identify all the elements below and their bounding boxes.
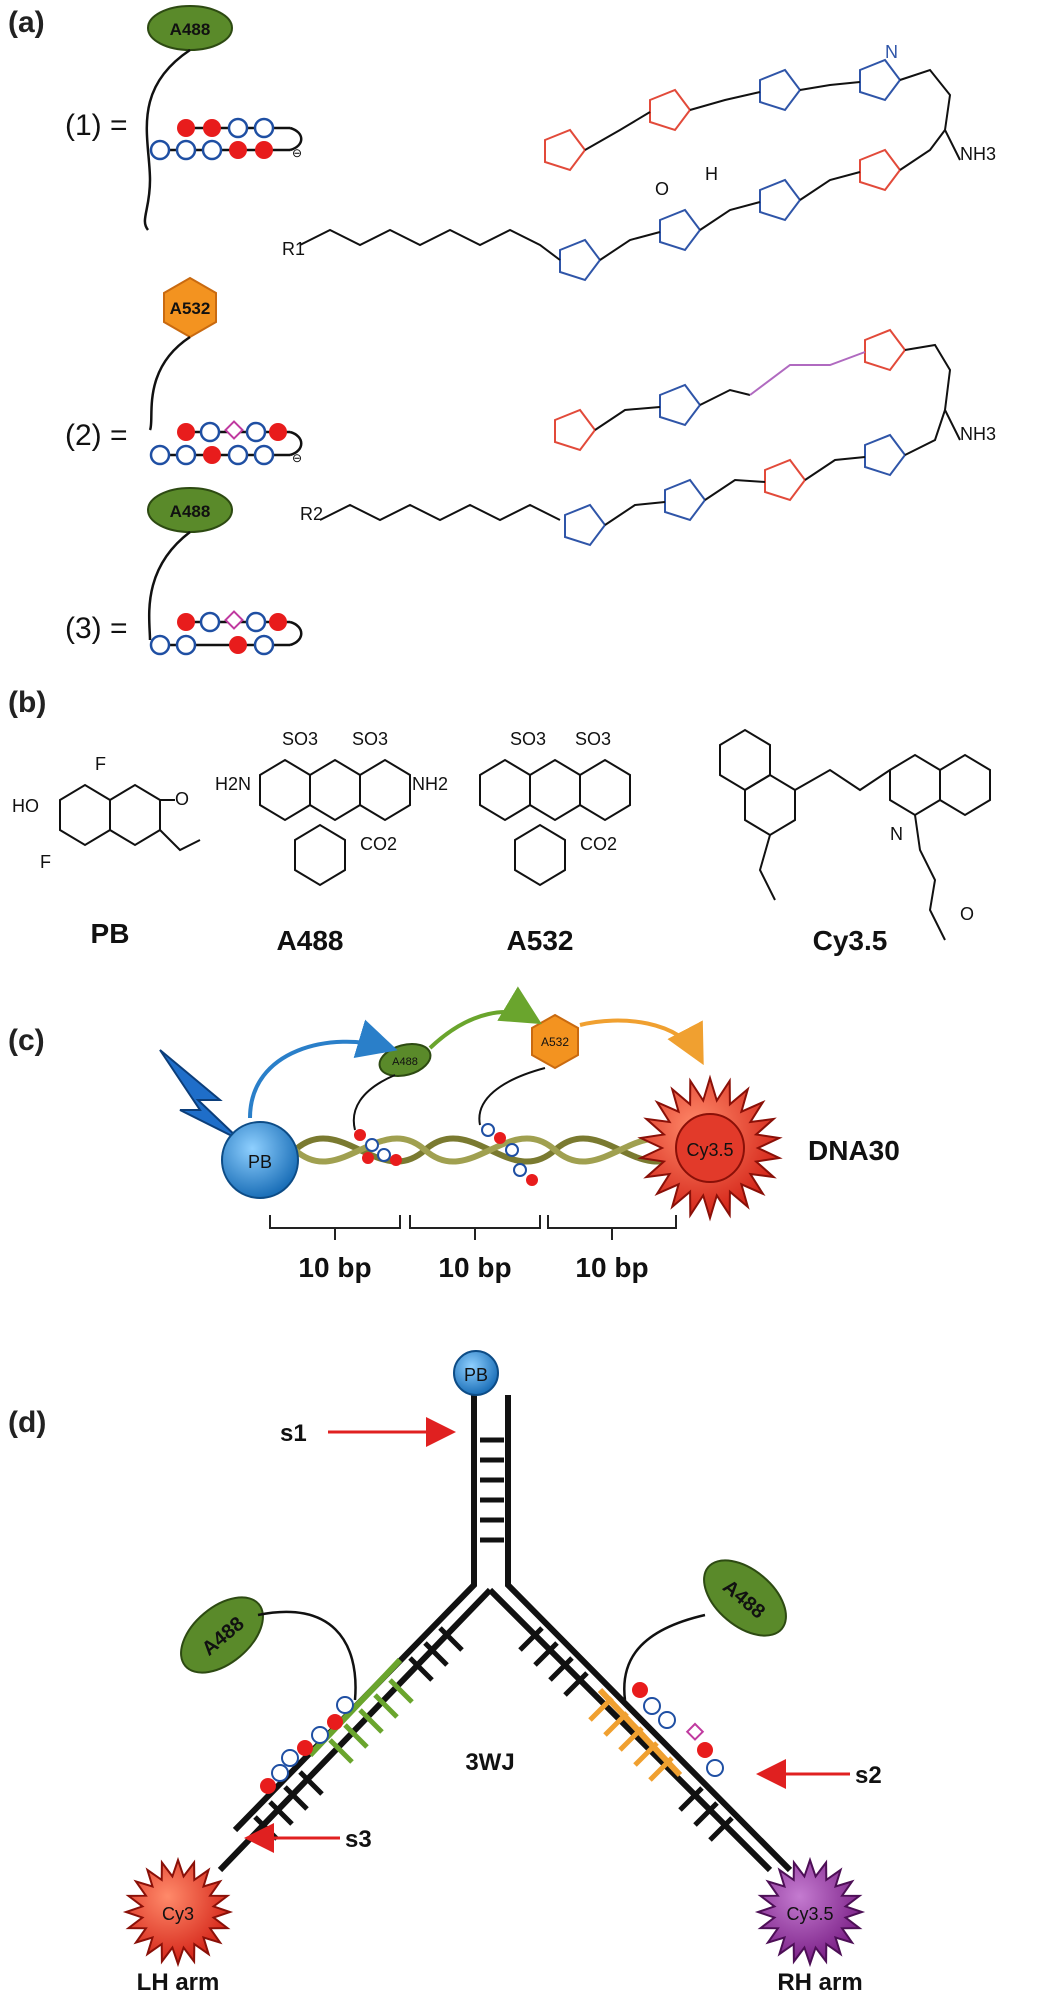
cy35-o: O	[960, 904, 974, 924]
panel-d-label: (d)	[8, 1406, 46, 1439]
dna-helix	[293, 1135, 687, 1165]
a532-dye-c	[531, 1013, 579, 1070]
s1-label: s1	[280, 1420, 307, 1447]
pb-f-top: F	[95, 754, 106, 774]
pb-ho: HO	[12, 796, 39, 816]
lightning-icon	[159, 1049, 241, 1141]
compound-2-label: (2) =	[65, 419, 128, 452]
transfer-arrow-blue	[248, 1019, 398, 1119]
pb-f-bottom: F	[40, 852, 51, 872]
a532-co2: CO2	[580, 834, 617, 854]
rungs-right	[518, 1626, 734, 1842]
transfer-arrow-green	[428, 986, 542, 1050]
a488-co2: CO2	[360, 834, 397, 854]
a488-label-c: A488	[392, 1056, 418, 1068]
pb-structure	[59, 783, 201, 852]
rungs-left	[253, 1626, 464, 1841]
panel-b-label: (b)	[8, 686, 46, 719]
a488-h2n: H2N	[215, 774, 251, 794]
a532-label-c: A532	[541, 1035, 569, 1049]
cy35-label-d: Cy3.5	[786, 1904, 833, 1924]
polyamide-structure-2	[319, 328, 961, 547]
a532-structure	[479, 758, 631, 887]
pb-donor-d	[453, 1350, 499, 1396]
linker-3	[147, 531, 191, 641]
rh-arm-label: RH arm	[777, 1969, 862, 1996]
lh-arm-label: LH arm	[137, 1969, 220, 1996]
cy35-label-c: Cy3.5	[686, 1140, 733, 1160]
a488-compound-label: A488	[277, 925, 344, 956]
a488-dye-left	[180, 1596, 264, 1674]
spacing-2: 10 bp	[438, 1252, 511, 1283]
transfer-arrow-orange	[579, 1018, 704, 1066]
o-label-1: O	[655, 179, 669, 199]
pb-label-c: PB	[248, 1152, 272, 1172]
pb-label-d: PB	[464, 1365, 488, 1385]
a488-so3-b: SO3	[352, 729, 388, 749]
cy35-acceptor-burst	[637, 1074, 783, 1222]
n-label-1: N	[885, 42, 898, 62]
polyamide-structure-1	[299, 58, 961, 282]
polyamide-bound-2	[481, 1123, 538, 1186]
a532-so3-b: SO3	[575, 729, 611, 749]
linker-1	[143, 48, 191, 231]
spacing-1: 10 bp	[298, 1252, 371, 1283]
a488-nh2: NH2	[412, 774, 448, 794]
compound-3-label: (3) =	[65, 612, 128, 645]
dye-2-label: A532	[170, 299, 211, 318]
h-label-1: H	[705, 164, 718, 184]
spacing-3: 10 bp	[575, 1252, 648, 1283]
pb-compound-label: PB	[91, 918, 130, 949]
r1-label: R1	[282, 239, 305, 259]
polyamide-right	[632, 1682, 724, 1777]
a532-so3-a: SO3	[510, 729, 546, 749]
pb-o: O	[175, 789, 189, 809]
compound-3-cartoon: A488 (3) =	[65, 487, 303, 656]
svg-text:⊖: ⊖	[292, 451, 302, 465]
cy35-compound-label: Cy3.5	[813, 925, 888, 956]
cy3-label: Cy3	[162, 1904, 194, 1924]
compound-1-cartoon: A488 (1) = ⊖	[65, 5, 303, 231]
a532-compound-label: A532	[507, 925, 574, 956]
cy35-acceptor-burst-d	[754, 1856, 866, 1968]
svg-text:⊖: ⊖	[292, 146, 302, 160]
s3-label: s3	[345, 1826, 372, 1853]
pb-donor-sphere	[221, 1121, 299, 1199]
linker-2	[148, 335, 191, 431]
right-binding-site	[597, 1687, 683, 1778]
a488-dye-right	[703, 1559, 787, 1637]
nh3-label-1: NH3	[960, 144, 996, 164]
compound-1-label: (1) =	[65, 109, 128, 142]
nh3-label-2: NH3	[960, 424, 996, 444]
dna30-label: DNA30	[808, 1135, 900, 1166]
compound-2-cartoon: A532 (2) = ⊖	[65, 276, 303, 466]
rungs-top	[480, 1437, 504, 1543]
a488-structure	[259, 758, 411, 887]
cy35-n: N	[890, 824, 903, 844]
three-wj-label: 3WJ	[465, 1749, 514, 1776]
r2-label: R2	[300, 504, 323, 524]
polyamide-bound-1	[354, 1129, 402, 1166]
polyamide-left	[260, 1696, 354, 1794]
panel-c-label: (c)	[8, 1024, 45, 1057]
a488-so3-a: SO3	[282, 729, 318, 749]
cy35-structure	[719, 728, 991, 941]
spacing-brackets	[269, 1215, 677, 1240]
dye-3-label: A488	[170, 502, 211, 521]
dye-1-label: A488	[170, 20, 211, 39]
panel-a-label: (a)	[8, 6, 45, 39]
s2-label: s2	[855, 1762, 882, 1789]
cy3-acceptor-burst	[122, 1856, 234, 1968]
three-way-junction	[217, 1395, 793, 1873]
